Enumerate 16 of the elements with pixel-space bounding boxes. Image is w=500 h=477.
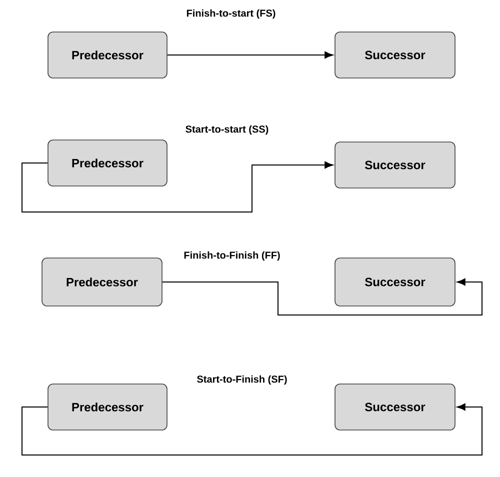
task-box: Predecessor (48, 384, 168, 430)
arrow (166, 51, 334, 59)
task-box: Successor (334, 258, 456, 306)
task-box: Predecessor (48, 32, 168, 78)
task-box: Predecessor (48, 140, 168, 186)
task-box: Successor (334, 384, 456, 430)
arrow (162, 278, 482, 316)
task-box: Successor (334, 32, 456, 78)
task-box: Predecessor (42, 258, 162, 306)
arrow (22, 403, 482, 456)
arrow (22, 161, 334, 212)
task-box: Successor (334, 142, 456, 188)
dependency-title: Finish-to-Finish (FF) (184, 251, 280, 261)
dependency-title: Finish-to-start (FS) (186, 9, 276, 19)
dependency-title: Start-to-Finish (SF) (197, 375, 287, 385)
dependency-title: Start-to-start (SS) (186, 125, 268, 135)
